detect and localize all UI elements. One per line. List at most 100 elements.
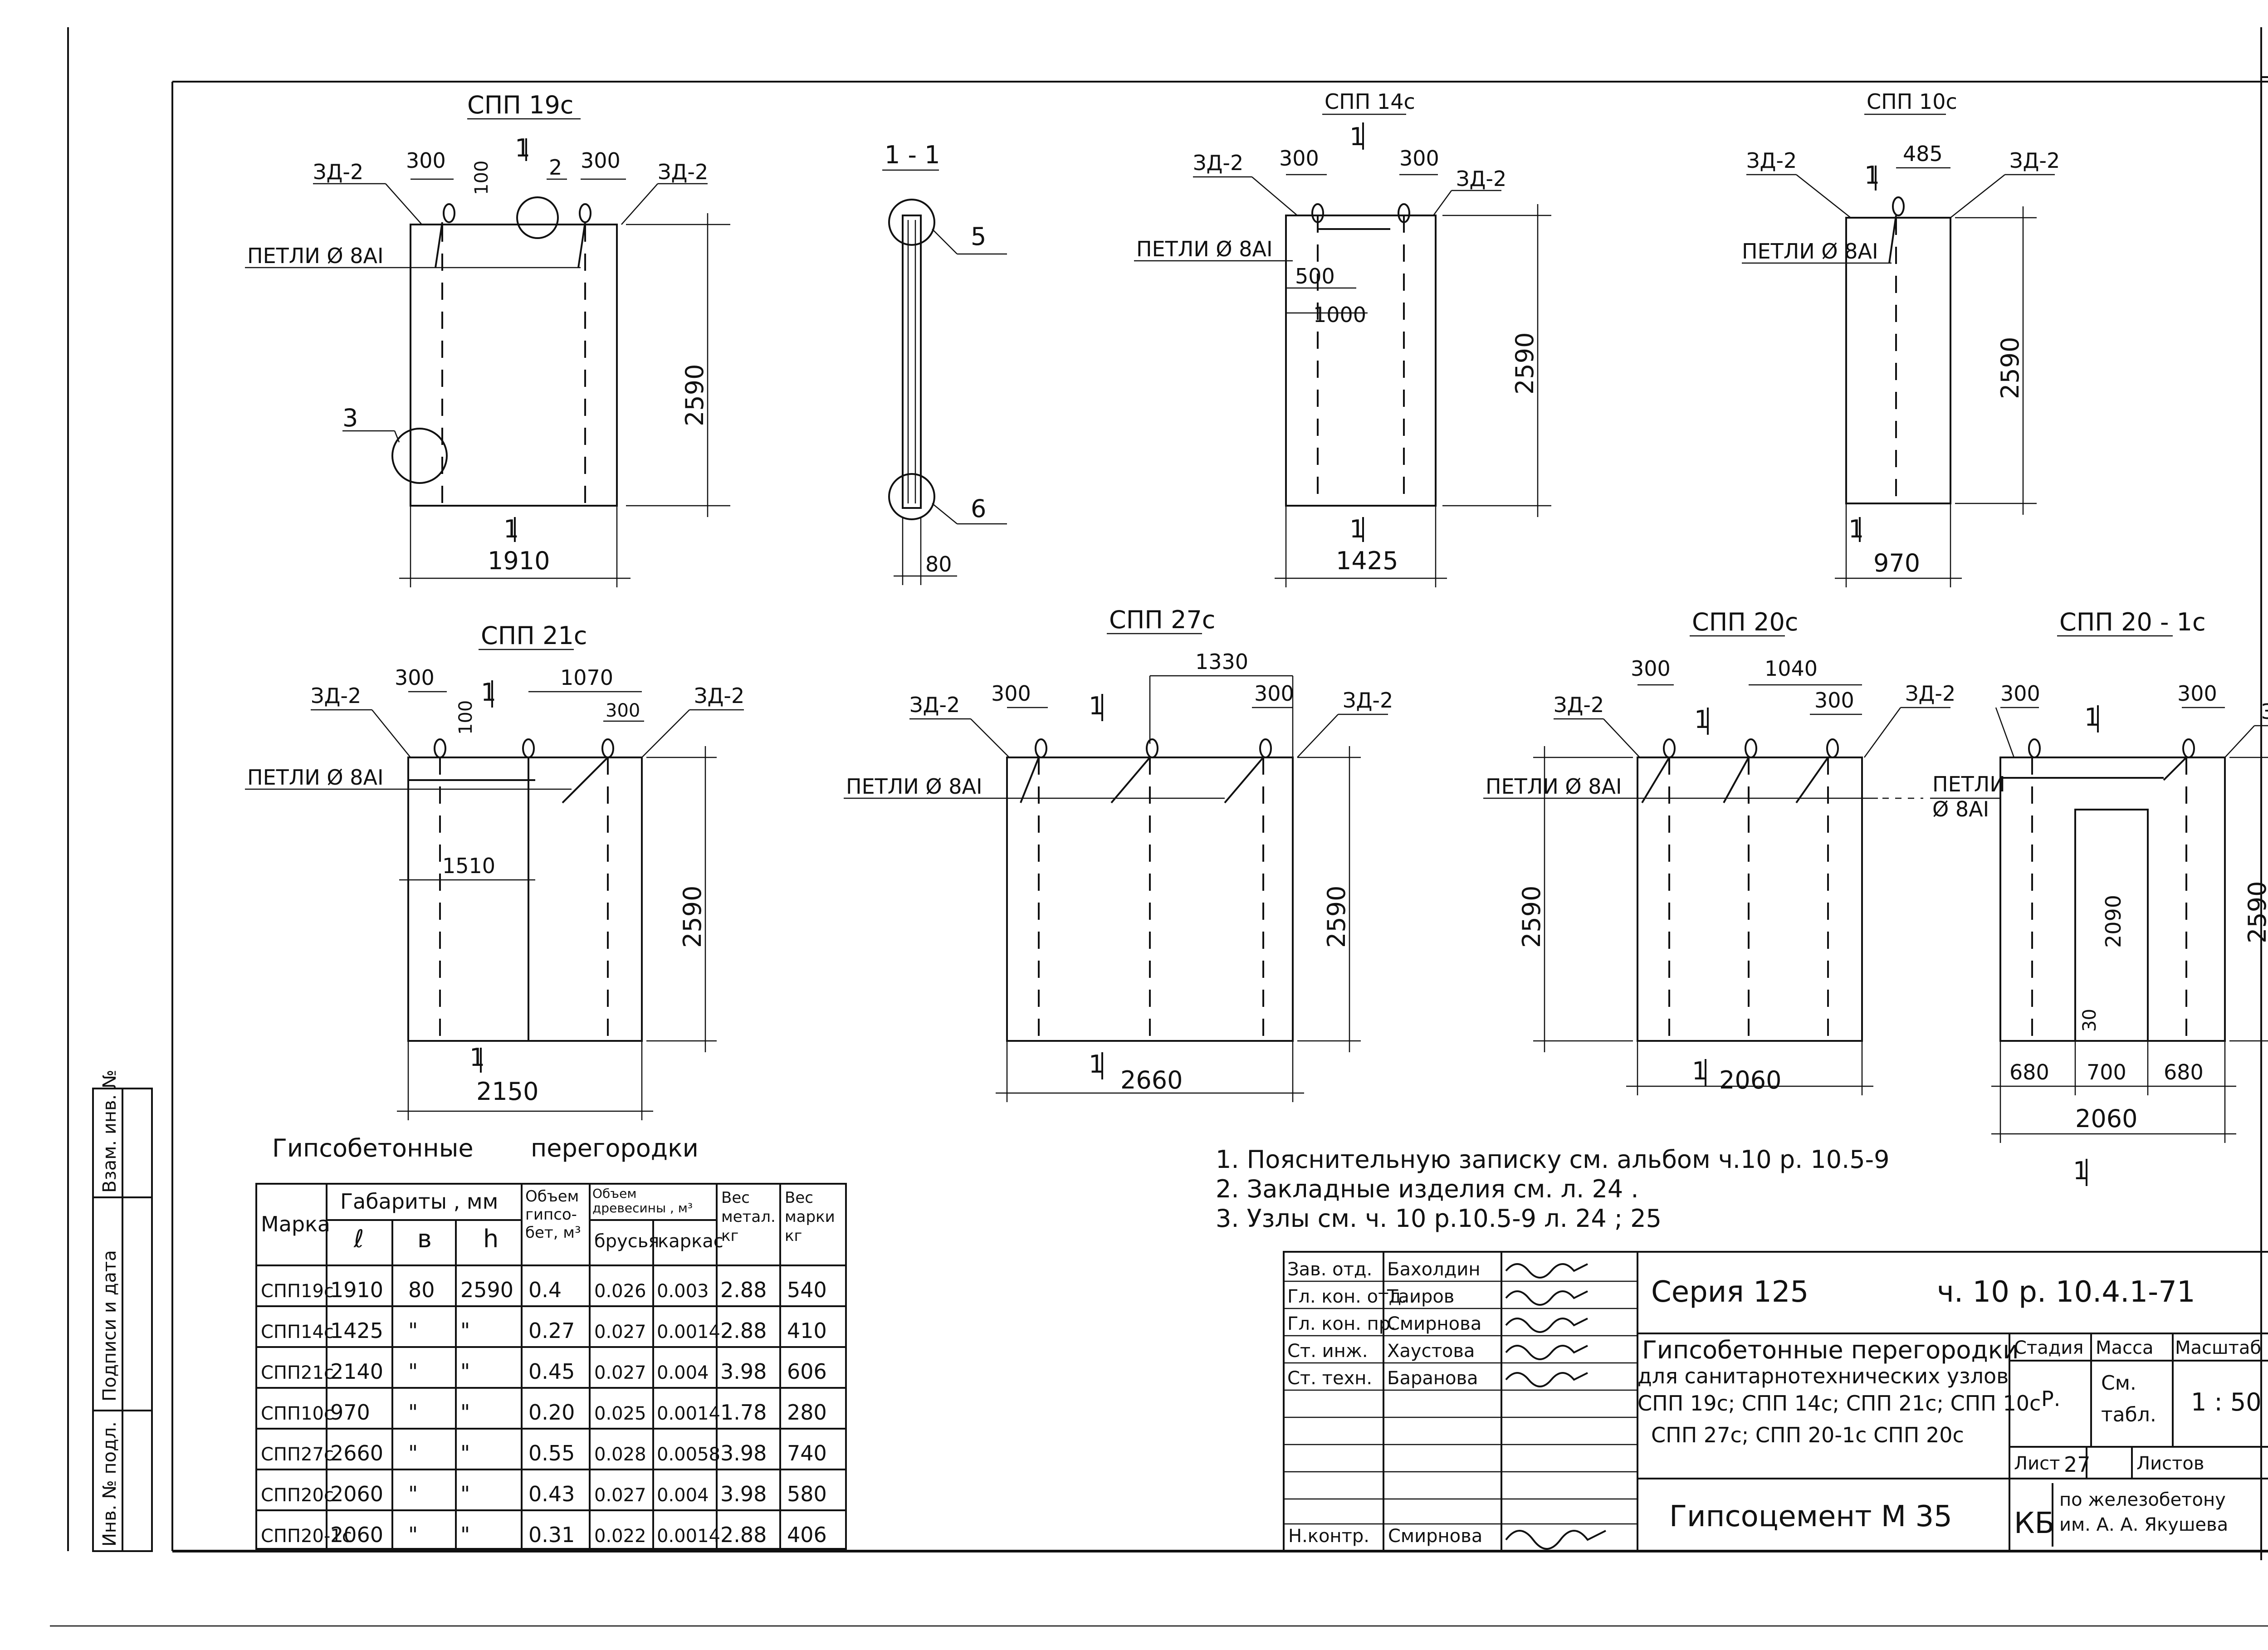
table-cell: 0.55 [528,1441,575,1465]
name-line-4: СПП 27с; СПП 20-1с СПП 20с [1651,1423,1964,1447]
zd-left: ЗД-2 [311,683,361,708]
table-cell: 0.43 [528,1482,575,1506]
table-cell: 0.025 [594,1403,646,1424]
table-cell: 0.0014 [657,1322,720,1342]
name-line-2: для санитарнотехнических узлов [1637,1364,2009,1388]
table-cell: 280 [787,1400,827,1425]
header-metal: Вес метал. кг [721,1189,776,1245]
dim-small: 100 [455,700,476,735]
table-cell: 2060 [330,1523,383,1547]
table-cell: 0.027 [594,1485,646,1506]
table-cell: 3.98 [720,1482,767,1506]
section-mark: 1 [1864,161,1880,190]
dim-height: 2590 [1517,886,1546,948]
header-metal-box: Вес метал. кг [721,1189,776,1245]
org-code: КБ [2014,1507,2054,1540]
table-cell: 606 [787,1359,827,1384]
table-cell-mark: СПП19с [261,1281,334,1302]
control-name: Смирнова [1388,1526,1482,1547]
callout-2: 2 [549,155,562,180]
header-scale: Масштаб [2175,1338,2261,1358]
control-signature [1505,1530,1606,1550]
table-cell: 0.0058 [657,1444,720,1465]
zd-left: ЗД-2 [313,160,363,184]
dim-height: 2590 [678,886,707,948]
table-cell: " [460,1482,470,1506]
table-cell: 0.20 [528,1400,575,1425]
tb-role: Гл. кон. отд. [1287,1286,1407,1307]
tb-signature [1505,1263,1588,1279]
view-title: СПП 21с [481,621,587,650]
header-frame: каркас [658,1231,723,1252]
table-cell: 0.004 [657,1485,709,1506]
header-stage: Стадия [2014,1338,2083,1358]
view-title: СПП 20с [1692,608,1798,636]
tb-person-name: Бахолдин [1387,1259,1480,1280]
loop-label: ПЕТЛИ Ø 8АI [247,244,384,268]
dim-right: 300 [581,148,621,173]
sheet-value: 27 [2064,1452,2091,1477]
dim-500: 500 [1295,264,1335,288]
table-cell-mark: СПП10с [261,1403,334,1424]
tb-signature [1505,1290,1588,1306]
dim-top: 485 [1903,142,1943,166]
dim-right: 300 [1254,681,1294,706]
table-cell: 2060 [330,1482,383,1506]
zd-left: ЗД-2 [1746,148,1797,173]
tb-person-name: Баранова [1387,1368,1478,1389]
note-2: 2. Закладные изделия см. л. 24 . [1216,1175,1639,1203]
table-cell: 0.4 [528,1278,562,1302]
name-line-1: Гипсобетонные перегородки [1642,1336,2019,1364]
dim-left: 300 [1279,146,1319,171]
view-spp27c: СПП 27с ПЕТЛИ Ø 8АI ЗД-2 ЗД-2 300 1330 3… [844,605,1393,1102]
dim-left: 300 [2000,681,2040,706]
tb-role: Зав. отд. [1287,1259,1372,1280]
loop-label: ПЕТЛИ Ø 8АI [1136,237,1273,261]
loop-label: ПЕТЛИ Ø 8АI [846,774,982,799]
dim-top: 1040 [1765,656,1818,681]
dim-small: 100 [471,161,492,195]
section-mark-bottom: 1 [1848,515,1864,543]
zd-left: ЗД-2 [909,693,960,717]
dim-width: 2660 [1120,1066,1183,1094]
table-cell: 1.78 [720,1400,767,1425]
dim-width: 2060 [1719,1066,1781,1094]
table-cell-mark: СПП20-1с [261,1526,352,1547]
stamp-inv-no: Инв. № подл. [99,1421,120,1547]
table-cell: 0.027 [594,1362,646,1383]
zd-right: ЗД-2 [2261,699,2268,724]
dim-width: 1425 [1336,547,1398,575]
view-section-1-1: 1 - 1 5 6 80 [882,141,1007,585]
zd-right: ЗД-2 [1905,681,1955,706]
tb-signature [1505,1345,1588,1360]
scale-value: 1 : 50 [2191,1388,2262,1416]
name-line-3: СПП 19с; СПП 14с; СПП 21с; СПП 10с [1637,1391,2041,1416]
view-spp10c: СПП 10с ПЕТЛИ Ø 8АI 1 ЗД-2 ЗД-2 485 2590… [1742,89,2060,587]
view-title: СПП 27с [1109,605,1215,634]
view-spp21c: СПП 21с ПЕТЛИ Ø 8АI ЗД-2 ЗД-2 300 1070 3… [245,621,744,1120]
section-mark: 1 [515,134,530,162]
dim-thickness: 80 [925,552,952,576]
table-cell: 0.027 [594,1322,646,1342]
control-role: Н.контр. [1288,1526,1369,1547]
table-cell: 580 [787,1482,827,1506]
table-cell: " [460,1441,470,1465]
header-vol-gypsum: Объем гипсо- бет, м³ [525,1187,581,1242]
callout-5: 5 [971,222,986,251]
table-cell: 1425 [330,1318,383,1343]
header-vol-wood: Объем древесины , м³ [592,1186,693,1216]
header-weight-box: Вес марки кг [785,1189,835,1245]
sheet-label: Лист [2014,1453,2060,1474]
dim-width: 970 [1873,549,1920,577]
table-cell: 2660 [330,1441,383,1465]
view-title: 1 - 1 [885,141,940,169]
table-cell: 80 [408,1278,435,1302]
dim-b: 700 [2087,1060,2126,1084]
stamp-replace-inv: Взам. инв. № [99,1069,120,1193]
table-cell: 3.98 [720,1441,767,1465]
mass-value-box: См. табл. [2101,1372,2156,1426]
sheets-label: Листов [2136,1453,2204,1474]
tb-role: Ст. инж. [1287,1341,1368,1362]
